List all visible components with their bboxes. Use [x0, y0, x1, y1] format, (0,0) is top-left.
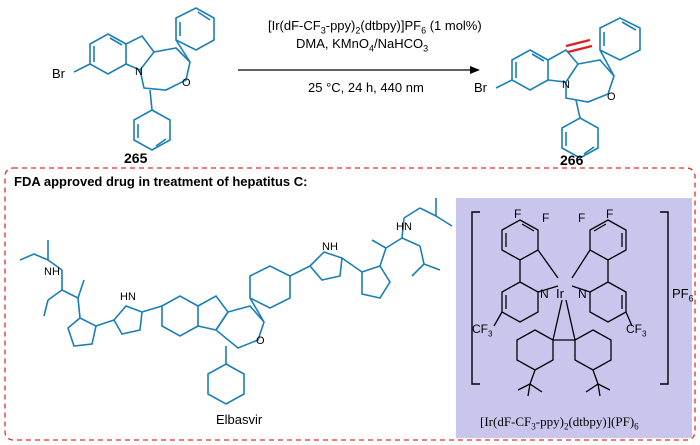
- catalyst-ir-atom: Ir: [556, 286, 565, 301]
- reactant-n-atom: N: [135, 66, 143, 78]
- reagents-line-2-sub2: 3: [423, 43, 429, 54]
- elbasvir-nh-left: NH: [44, 266, 60, 278]
- new-double-bond-highlight-2: [567, 44, 593, 54]
- catalyst-name: [Ir(dF-CF3-ppy)2(dtbpy)](PF)6: [480, 414, 639, 432]
- catalyst-name-sub1: 3: [531, 421, 536, 432]
- reagents-line-2-pre: DMA, KMnO: [296, 36, 369, 51]
- reagents-line-2-sub1: 4: [368, 43, 374, 54]
- reagents-line-1-tail: (1 mol%): [426, 18, 482, 33]
- bracket-right: [660, 211, 669, 385]
- elbasvir-hn-left: HN: [120, 291, 136, 303]
- reagents-line-1-sub3: 6: [421, 25, 427, 36]
- catalyst-name-mid: -ppy): [535, 414, 564, 429]
- reagents-line-1-pre: [Ir(dF-CF: [268, 18, 321, 33]
- catalyst-f-3: F: [578, 211, 585, 225]
- elbasvir-o-core: O: [256, 335, 265, 347]
- reagents-line-2: DMA, KMnO4/NaHCO3: [296, 36, 428, 54]
- reagents-line-1: [Ir(dF-CF3-ppy)2(dtbpy)]PF6 (1 mol%): [268, 18, 482, 36]
- reagents-line-1-sub2: 2: [355, 25, 361, 36]
- fda-box-title: FDA approved drug in treatment of hepati…: [14, 174, 308, 189]
- reactant-o-atom: O: [182, 77, 191, 89]
- catalyst-cf3-left-text: CF: [472, 322, 488, 336]
- reaction-conditions: 25 °C, 24 h, 440 nm: [308, 80, 424, 95]
- bracket-left: [471, 211, 480, 385]
- catalyst-name-sub3: 6: [634, 421, 639, 432]
- new-double-bond-highlight: [565, 38, 591, 48]
- product-n-atom: N: [562, 79, 570, 91]
- elbasvir-name: Elbasvir: [216, 412, 263, 427]
- elbasvir-hn-right: HN: [396, 221, 412, 233]
- elbasvir-structure: [19, 198, 453, 405]
- catalyst-cf3-left-sub: 3: [488, 329, 493, 339]
- catalyst-n-left: N: [540, 287, 549, 301]
- catalyst-f-4: F: [606, 207, 613, 221]
- reactant-265-structure: [73, 7, 215, 151]
- elbasvir-nh-right-imid: NH: [322, 241, 338, 253]
- reagents-line-1-post: (dtbpy)]PF: [360, 18, 422, 33]
- catalyst-name-sub2: 2: [563, 421, 569, 432]
- catalyst-f-1: F: [514, 207, 521, 221]
- catalyst-cf3-left: CF3: [472, 322, 492, 338]
- reagents-line-2-post: /NaHCO: [373, 36, 424, 51]
- catalyst-name-post: (dtbpy)](PF): [568, 414, 635, 429]
- catalyst-panel: [456, 198, 692, 438]
- catalyst-counterion-text: PF: [672, 286, 689, 301]
- catalyst-counterion-sub: 6: [688, 293, 694, 304]
- fda-dashed-box: [4, 167, 696, 441]
- catalyst-cf3-right: CF3: [626, 322, 646, 338]
- reagents-line-1-mid: -ppy): [325, 18, 356, 33]
- catalyst-counterion: PF6: [672, 286, 694, 304]
- reagents-line-1-sub1: 3: [320, 25, 326, 36]
- product-o-atom: O: [607, 91, 616, 103]
- reaction-arrow-head: [470, 66, 480, 74]
- reactant-bromo-label: Br: [52, 66, 66, 81]
- catalyst-cf3-right-text: CF: [626, 322, 642, 336]
- catalyst-name-pre: [Ir(dF-CF: [480, 414, 532, 429]
- product-label-266: 266: [560, 152, 584, 168]
- product-bromo-label: Br: [474, 80, 488, 95]
- catalyst-f-2: F: [542, 211, 549, 225]
- catalyst-n-right: N: [578, 287, 587, 301]
- reactant-label-265: 265: [124, 150, 148, 166]
- catalyst-structure: [493, 219, 633, 397]
- product-266-structure: [495, 17, 641, 159]
- catalyst-cf3-right-sub: 3: [642, 329, 647, 339]
